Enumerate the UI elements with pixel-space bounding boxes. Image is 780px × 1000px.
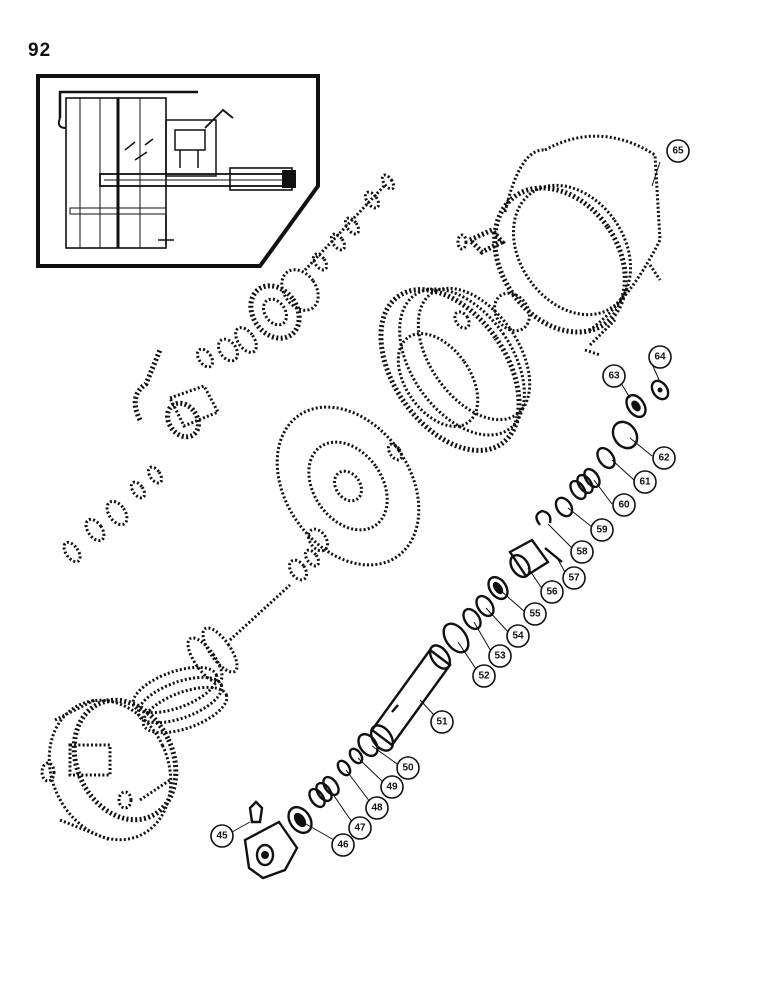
callout-62: 62 bbox=[652, 446, 676, 470]
callout-47: 47 bbox=[348, 816, 372, 840]
callout-60: 60 bbox=[612, 493, 636, 517]
callout-53: 53 bbox=[488, 644, 512, 668]
callout-57: 57 bbox=[562, 566, 586, 590]
callout-label: 48 bbox=[371, 803, 383, 814]
callout-label: 57 bbox=[568, 573, 580, 584]
page-number: 92 bbox=[28, 40, 52, 61]
callout-64: 64 bbox=[648, 345, 672, 369]
callout-label: 62 bbox=[658, 453, 670, 464]
callout-55: 55 bbox=[523, 602, 547, 626]
callout-49: 49 bbox=[380, 775, 404, 799]
callout-63: 63 bbox=[602, 364, 626, 388]
upper-parts-chain bbox=[62, 173, 421, 567]
shaft-parts-chain bbox=[243, 379, 670, 880]
callout-65: 65 bbox=[666, 139, 690, 163]
callout-51: 51 bbox=[430, 710, 454, 734]
callout-label: 59 bbox=[596, 525, 608, 536]
inset-locator-drawing bbox=[36, 74, 320, 268]
callout-label: 51 bbox=[436, 717, 448, 728]
callout-label: 56 bbox=[546, 587, 558, 598]
pressure-plate-assembly bbox=[378, 286, 532, 453]
callout-label: 50 bbox=[402, 763, 414, 774]
callout-label: 52 bbox=[478, 671, 490, 682]
callout-58: 58 bbox=[570, 540, 594, 564]
callout-label: 49 bbox=[386, 782, 398, 793]
callout-50: 50 bbox=[396, 756, 420, 780]
callout-label: 54 bbox=[512, 631, 524, 642]
callout-label: 46 bbox=[337, 840, 349, 851]
callout-46: 46 bbox=[331, 833, 355, 857]
callout-label: 64 bbox=[654, 352, 666, 363]
callout-59: 59 bbox=[590, 518, 614, 542]
clutch-housing bbox=[40, 548, 321, 842]
callout-label: 55 bbox=[529, 609, 541, 620]
callout-label: 53 bbox=[494, 651, 506, 662]
callout-54: 54 bbox=[506, 624, 530, 648]
leader-lines bbox=[231, 161, 661, 841]
callout-label: 63 bbox=[608, 371, 620, 382]
callout-label: 61 bbox=[639, 477, 651, 488]
callout-label: 45 bbox=[216, 831, 228, 842]
drum-housing bbox=[456, 134, 662, 357]
callout-56: 56 bbox=[540, 580, 564, 604]
callout-52: 52 bbox=[472, 664, 496, 688]
callout-label: 58 bbox=[576, 547, 588, 558]
callout-61: 61 bbox=[633, 470, 657, 494]
callout-label: 65 bbox=[672, 146, 684, 157]
callout-label: 60 bbox=[618, 500, 630, 511]
callout-45: 45 bbox=[210, 824, 234, 848]
callout-label: 47 bbox=[354, 823, 366, 834]
callout-48: 48 bbox=[365, 796, 389, 820]
